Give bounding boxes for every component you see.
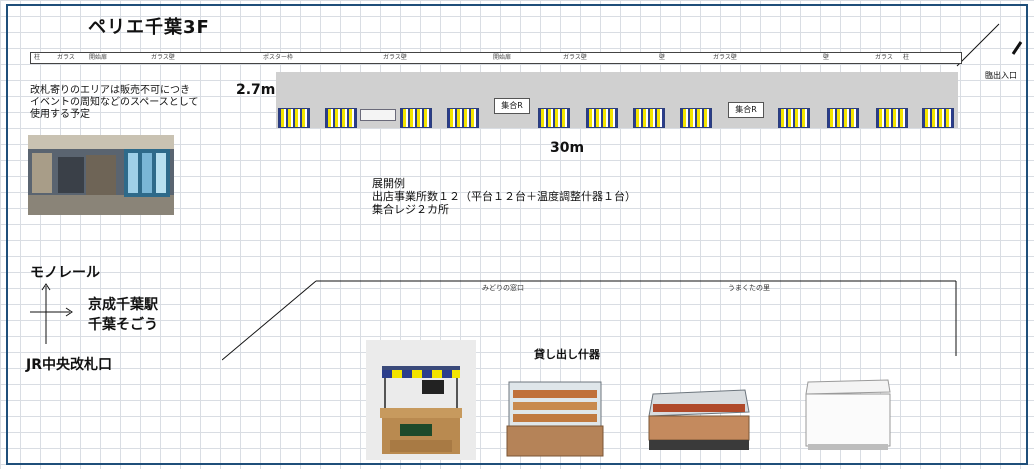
stall-table [778,108,810,128]
market-cart-image [366,340,476,460]
wall-label: ガラス壁 [151,54,175,61]
layout-example-line: 集合レジ２カ所 [372,203,449,216]
register-box: 集合R [728,102,764,118]
wall-label: ポスター枠 [263,54,294,61]
page-title: ペリエ千葉3F [88,17,210,38]
stall-table [538,108,570,128]
layout-example-line: 出店事業所数１２（平台１２台＋温度調整什器１台） [372,190,636,203]
exit-wall-line [956,23,1023,67]
layout-example: 展開例 出店事業所数１２（平台１２台＋温度調整什器１台） 集合レジ２カ所 [372,177,636,216]
refrigerated-showcase [360,109,396,121]
rental-equipment-title: 貸し出し什器 [534,348,600,361]
umakuta-label: うまくたの里 [728,284,770,292]
area-note-line: 使用する予定 [30,109,90,120]
wall-label: ガラス [57,54,75,61]
wall-label: 開始扉 [493,54,512,61]
wall-label: ガラス壁 [383,54,407,61]
width-dimension: 30m [550,140,585,156]
showcase-case-image [506,381,604,457]
wall-label: 壁 [823,54,830,61]
wall-label: 壁 [659,54,666,61]
stall-table [633,108,665,128]
open-showcase-image [648,389,750,450]
compass-cross [30,283,73,344]
area-note-line: 改札寄りのエリアは販売不可につき [30,85,190,96]
stall-table [876,108,908,128]
direction-east-2: 千葉そごう [88,317,158,333]
stall-table [680,108,712,128]
chest-freezer-image [805,379,891,450]
stall-table [400,108,432,128]
wall-label: ガラス [875,54,893,61]
stall-table [827,108,859,128]
height-dimension: 2.7m [236,82,276,98]
stall-table [922,108,954,128]
wall-label: 開始扉 [89,54,108,61]
wall-label: ガラス壁 [713,54,737,61]
register-box: 集合R [494,98,530,114]
stall-table [586,108,618,128]
area-note: 改札寄りのエリアは販売不可につき イベントの周知などのスペースとして 使用する予… [30,85,199,121]
direction-north: モノレール [30,265,100,281]
exit-label: 臨出入口 [985,71,1017,80]
midori-window-label: みどりの窓口 [482,284,524,292]
wall-label: 柱 [903,54,910,61]
wall-label: 柱 [34,54,41,61]
area-note-line: イベントの周知などのスペースとして [30,97,199,108]
lower-area-outline [222,280,957,361]
stall-table [325,108,357,128]
stall-table [447,108,479,128]
wall-strip: 柱 ガラス 開始扉 ガラス壁 ポスター枠 ガラス壁 開始扉 ガラス壁 壁 ガラス… [30,52,962,64]
venue-photo [28,135,174,215]
stall-table [278,108,310,128]
layout-example-title: 展開例 [372,177,405,190]
direction-south: JR中央改札口 [26,357,112,373]
wall-label: ガラス壁 [563,54,587,61]
direction-east-1: 京成千葉駅 [88,297,158,313]
